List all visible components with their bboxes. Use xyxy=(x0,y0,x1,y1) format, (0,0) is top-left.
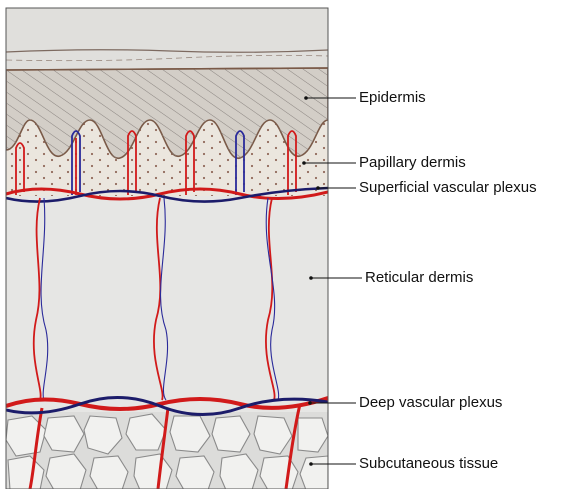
label-papillary-dermis: Papillary dermis xyxy=(359,155,466,171)
label-superficial-vascular-plexus: Superficial vascular plexus xyxy=(359,180,537,196)
stratum-corneum xyxy=(6,8,328,70)
label-reticular-dermis: Reticular dermis xyxy=(365,270,473,286)
label-epidermis: Epidermis xyxy=(359,90,426,106)
label-subcutaneous-tissue: Subcutaneous tissue xyxy=(359,456,498,472)
label-deep-vascular-plexus: Deep vascular plexus xyxy=(359,395,502,411)
